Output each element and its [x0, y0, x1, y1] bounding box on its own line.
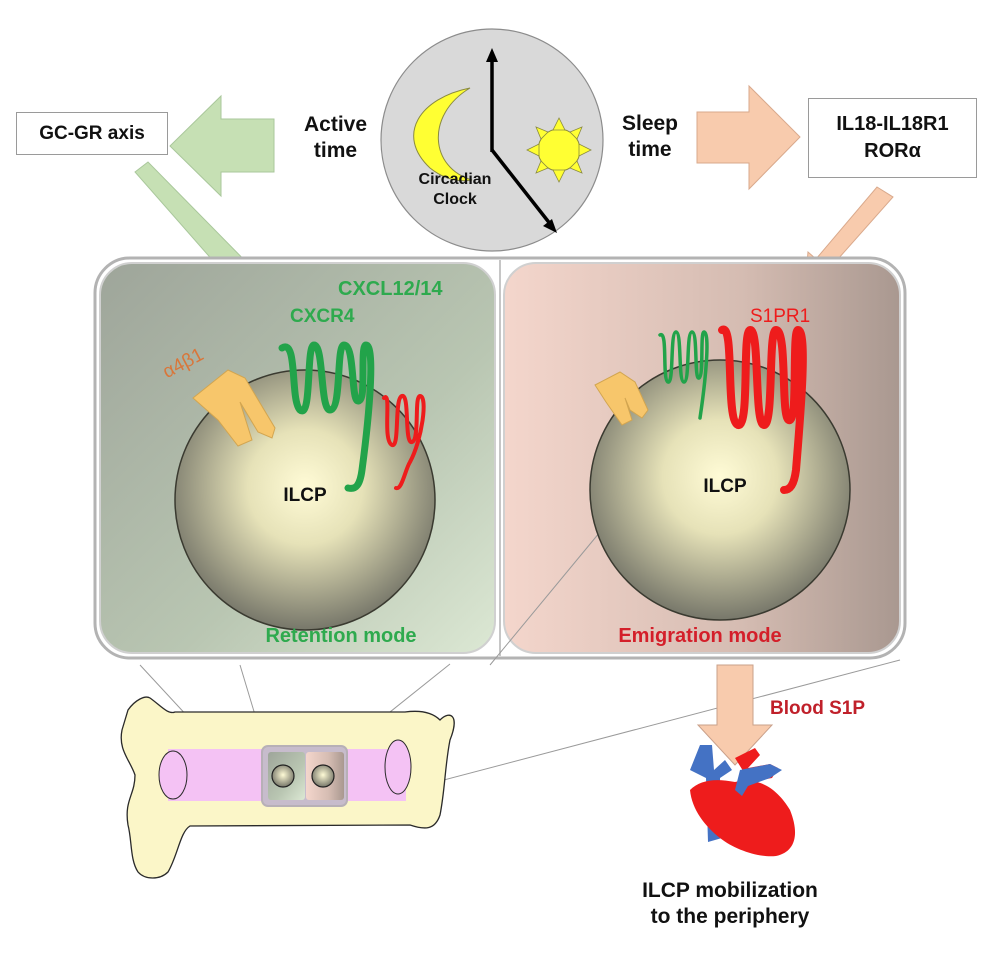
active-time-label: Active time — [303, 113, 368, 163]
clock-hands-icon — [486, 48, 557, 233]
il18-il18r1-rora-box: IL18-IL18R1 RORα — [808, 98, 977, 178]
cxcr4-receptor-left — [278, 341, 375, 492]
cxcr4-label: CXCR4 — [290, 306, 355, 327]
emigration-mode-label: Emigration mode — [618, 625, 782, 647]
circadian-clock — [380, 28, 604, 252]
s1pr1-receptor-left — [382, 393, 426, 490]
moon-icon — [413, 87, 473, 182]
ilcp-mobilization-label: ILCP mobilization to the periphery — [642, 879, 818, 929]
gc-gr-axis-box: GC-GR axis — [16, 112, 168, 155]
circadian-clock-label: Circadian Clock — [418, 171, 492, 208]
integrin-alpha4beta1-right — [594, 371, 649, 426]
sleep-time-label: Sleep time — [621, 112, 679, 162]
sleep-time-arrow — [696, 84, 801, 191]
cxcl12-14-label: CXCL12/14 — [338, 278, 443, 300]
gc-gr-axis-label: GC-GR axis — [39, 122, 145, 144]
active-time-arrow — [169, 94, 275, 198]
ilcp-label-left: ILCP — [283, 485, 327, 506]
s1pr1-label: S1PR1 — [750, 306, 811, 327]
ilcp-label-right: ILCP — [703, 476, 747, 497]
blood-s1p-label: Blood S1P — [770, 698, 866, 719]
integrin-alpha4beta1-left — [192, 369, 276, 447]
heart-icon — [690, 745, 796, 857]
sun-icon — [526, 117, 592, 183]
ilcp-cell-right — [589, 359, 851, 621]
s1pr1-receptor-right — [718, 325, 807, 494]
blood-s1p-arrow — [696, 664, 774, 766]
retention-mode-label: Retention mode — [265, 625, 417, 647]
cxcr4-receptor-right — [658, 330, 709, 420]
bone-illustration — [120, 696, 455, 879]
